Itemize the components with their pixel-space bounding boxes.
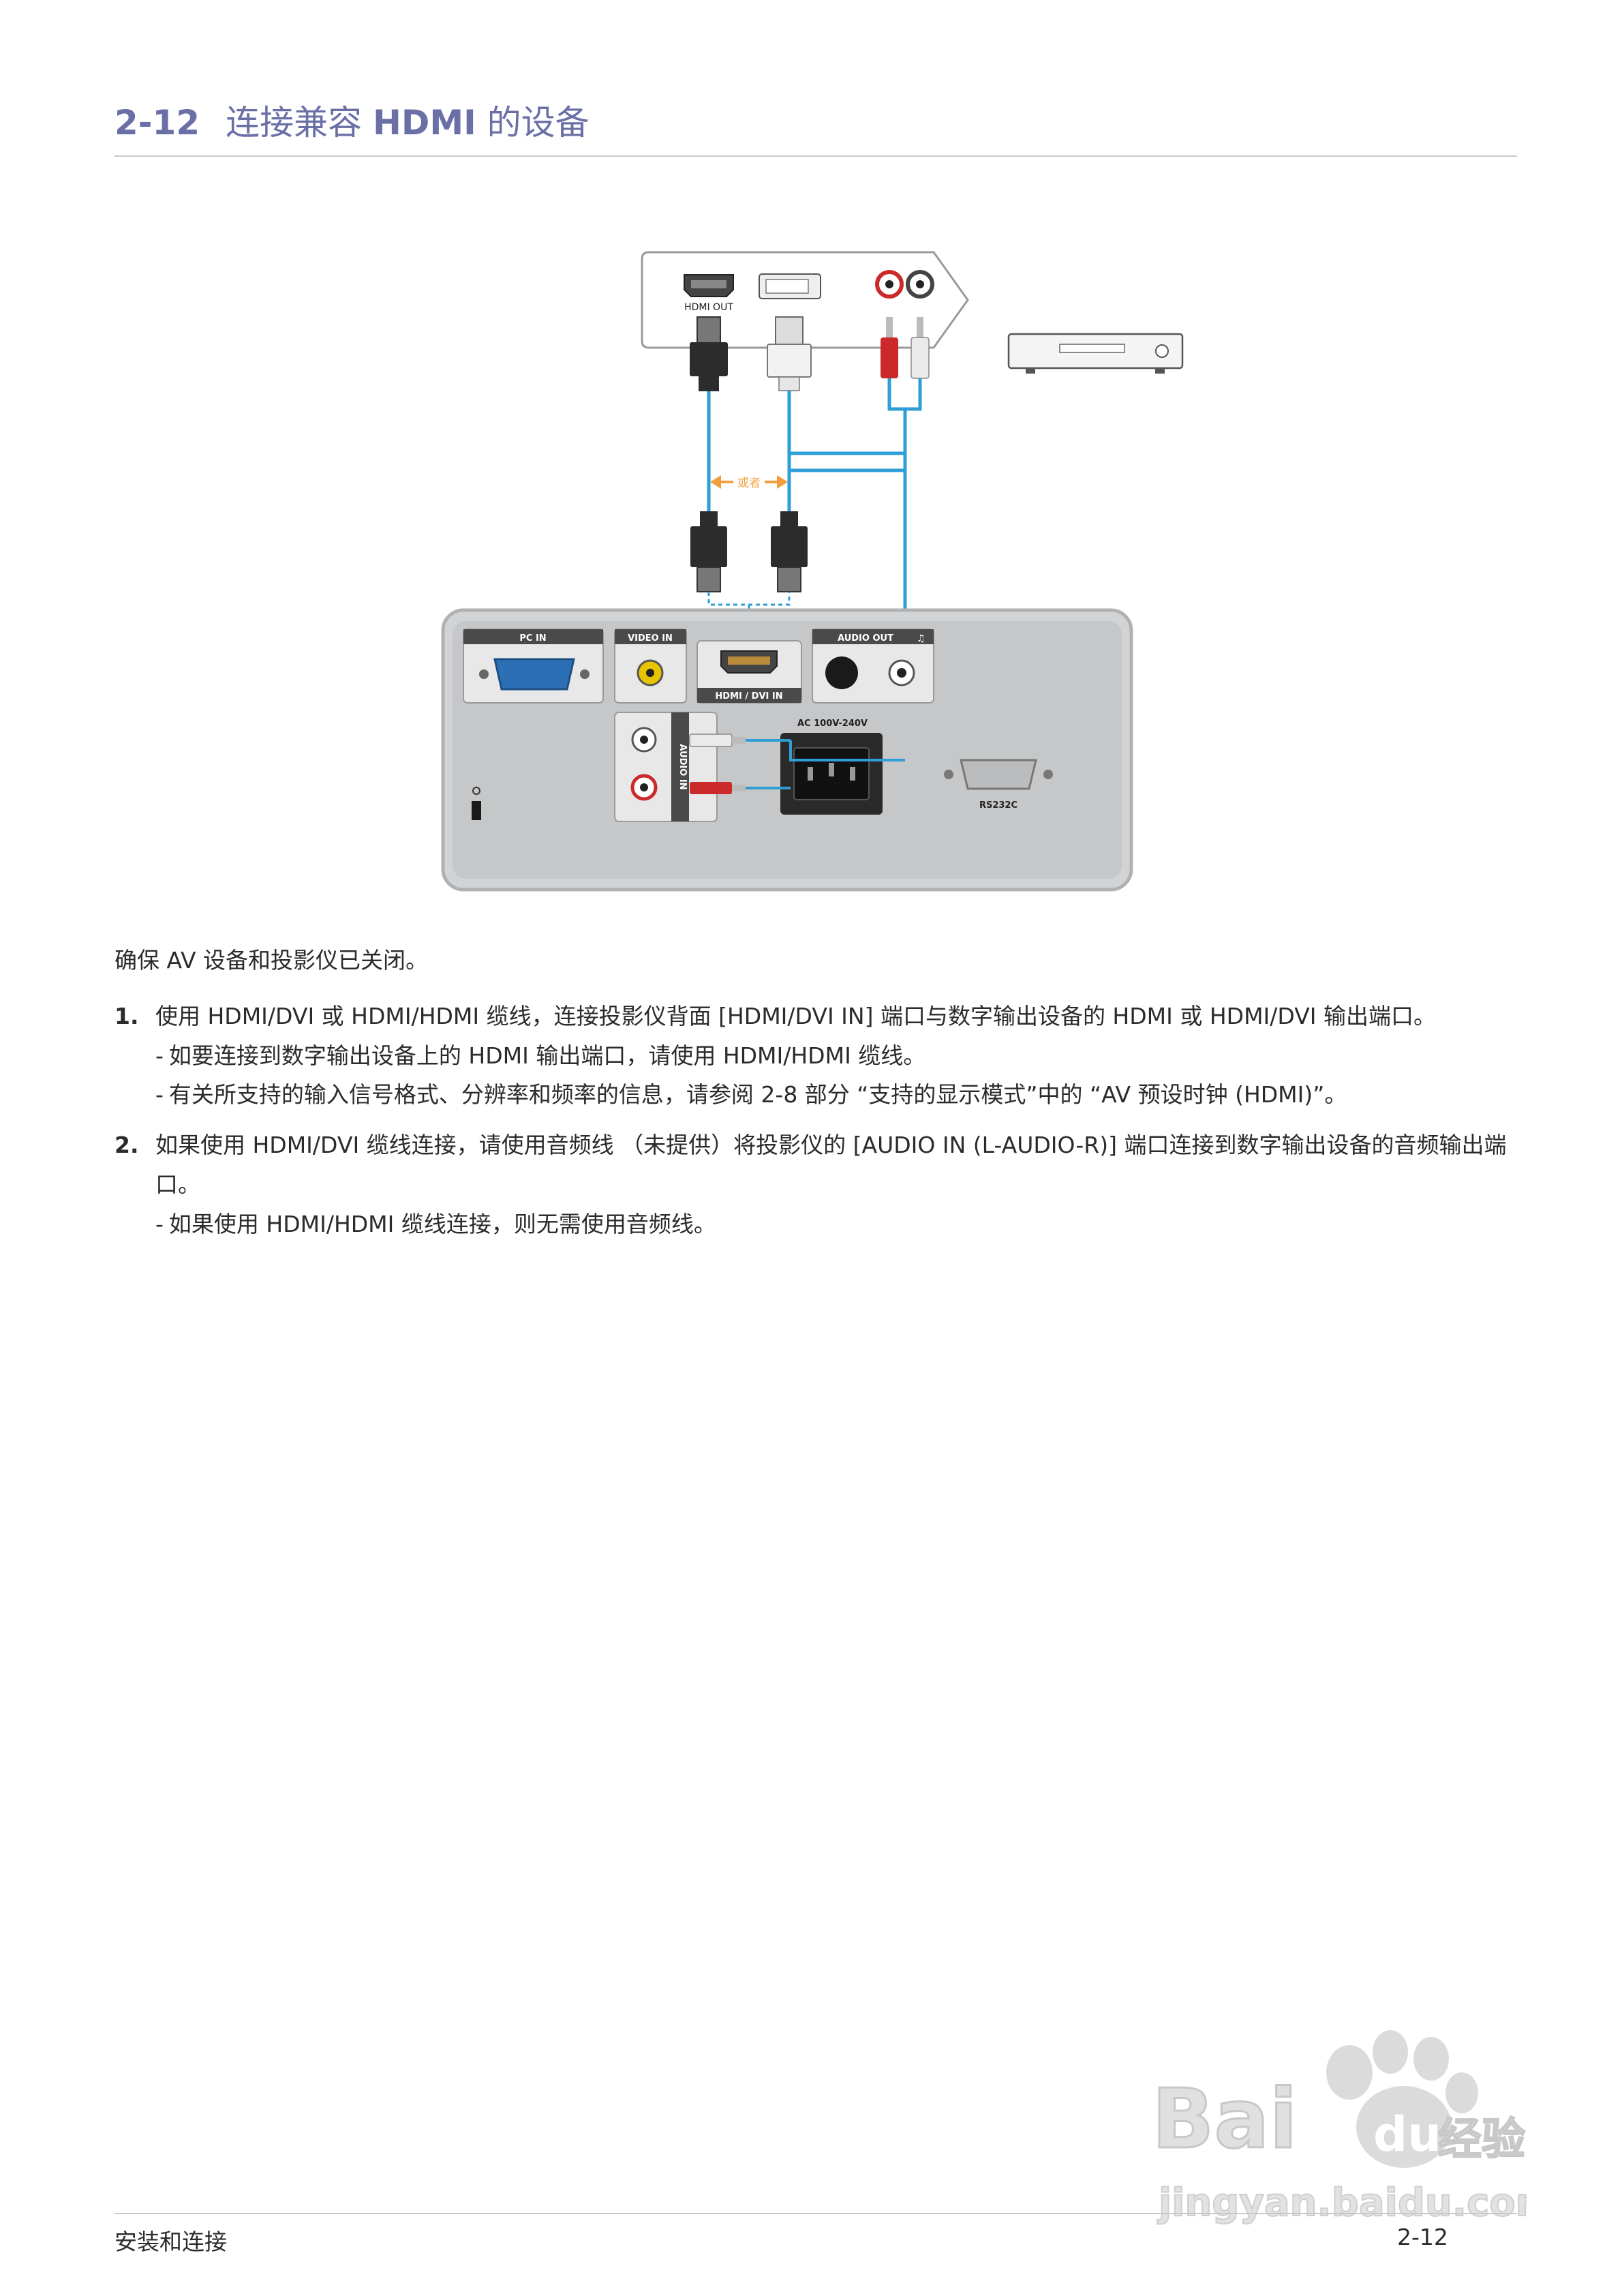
- hdmi-out-label: HDMI OUT: [684, 302, 733, 313]
- hdmi-plug-top: [690, 316, 728, 391]
- dvi-port: [759, 273, 821, 299]
- video-in-label: VIDEO IN: [628, 633, 673, 644]
- rs232c-port: [944, 759, 1053, 790]
- lock-icon: [472, 787, 481, 820]
- footer-divider: [114, 2213, 1517, 2214]
- step-number: 2.: [114, 1132, 139, 1158]
- rs232c-label: RS232C: [979, 800, 1017, 811]
- hdmi-in-port: [720, 650, 778, 674]
- instructions: 确保 AV 设备和投影仪已关闭。 1. 使用 HDMI/DVI 或 HDMI/H…: [114, 941, 1517, 1243]
- hdmi-plug-right: [771, 511, 808, 592]
- dvi-plug-top: [767, 316, 812, 391]
- baidu-watermark: Bai du 经验 jingyan.baidu.com: [1151, 2030, 1527, 2226]
- title-divider: [114, 155, 1517, 157]
- step-2: 2. 如果使用 HDMI/DVI 缆线连接，请使用音频线 （未提供）将投影仪的 …: [114, 1126, 1517, 1205]
- page-number: 2-12: [1397, 2224, 1448, 2250]
- plug-dotted-connector: [707, 592, 791, 606]
- pc-in-label: PC IN: [519, 633, 546, 644]
- step-1: 1. 使用 HDMI/DVI 或 HDMI/HDMI 缆线，连接投影仪背面 [H…: [114, 997, 1517, 1036]
- rca-red-plug-bottom: [690, 782, 746, 794]
- section-number: 2-12: [114, 103, 200, 142]
- step-1-note-2: -有关所支持的输入信号格式、分辨率和频率的信息，请参阅 2-8 部分 “支持的显…: [155, 1081, 1347, 1108]
- watermark-url: jingyan.baidu.com: [1157, 2181, 1527, 2225]
- audio-out-label: AUDIO OUT: [838, 633, 893, 644]
- audio-in-label: AUDIO IN: [677, 744, 688, 789]
- watermark-brand: Bai: [1152, 2072, 1298, 2167]
- watermark-cn: 经验: [1438, 2115, 1525, 2165]
- ac-power-socket: [780, 733, 883, 815]
- hdmi-dvi-in-label: HDMI / DVI IN: [715, 691, 782, 701]
- rca-red-plug-top: [881, 317, 898, 378]
- headphone-icon: ♫: [917, 633, 925, 644]
- step-number: 1.: [114, 1002, 139, 1029]
- or-indicator: [710, 474, 788, 490]
- connection-diagram: HDMI OUT: [441, 251, 1184, 892]
- watermark-paw-text: du: [1373, 2106, 1441, 2162]
- step-1-note-1: -如要连接到数字输出设备上的 HDMI 输出端口，请使用 HDMI/HDMI 缆…: [155, 1042, 926, 1069]
- or-label: 或者: [737, 477, 761, 490]
- audio-out-port: [825, 656, 858, 689]
- hdmi-out-port: [684, 274, 734, 297]
- av-device: [1007, 333, 1184, 374]
- footer-section-name: 安装和连接: [114, 2229, 227, 2255]
- step-2-note-1: -如果使用 HDMI/HDMI 缆线连接，则无需使用音频线。: [155, 1210, 716, 1237]
- step-text: 使用 HDMI/DVI 或 HDMI/HDMI 缆线，连接投影仪背面 [HDMI…: [155, 1002, 1437, 1029]
- rca-white-plug-bottom: [689, 734, 746, 747]
- vga-port: [479, 658, 590, 691]
- ac-label: AC 100V-240V: [797, 719, 868, 729]
- step-text: 如果使用 HDMI/DVI 缆线连接，请使用音频线 （未提供）将投影仪的 [AU…: [155, 1132, 1507, 1198]
- hdmi-plug-left: [690, 511, 727, 592]
- intro-text: 确保 AV 设备和投影仪已关闭。: [114, 947, 429, 973]
